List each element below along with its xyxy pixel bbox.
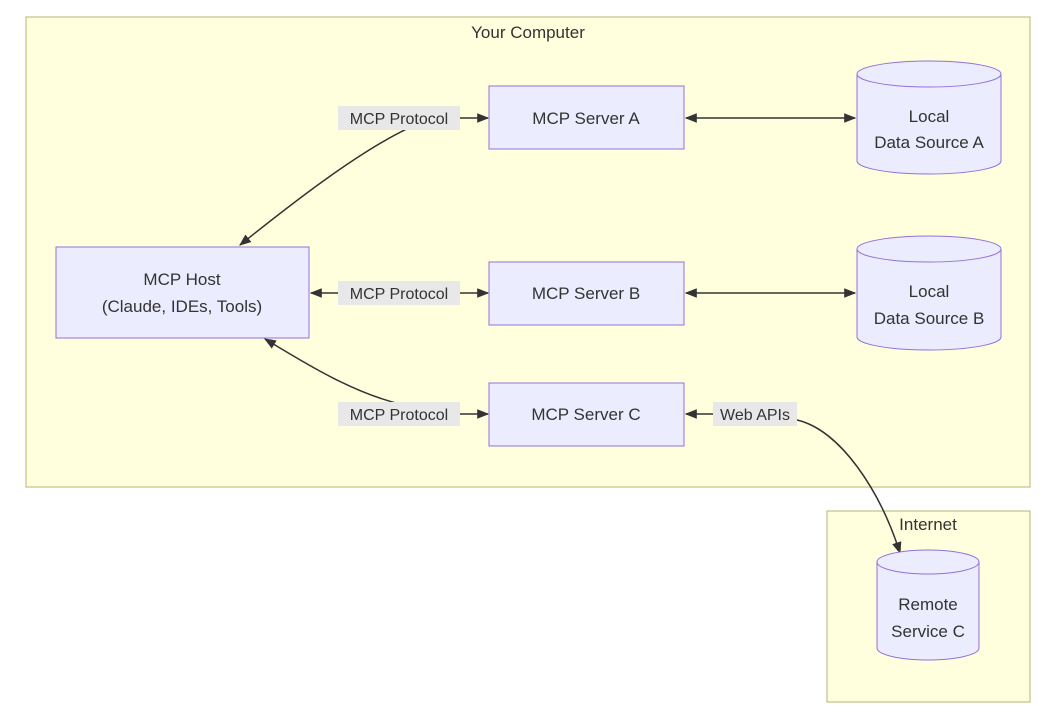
node-local-data-source-a[interactable]: Local Data Source A — [856, 60, 1002, 175]
edge-label-host-c-text: MCP Protocol — [350, 407, 448, 424]
node-local-data-source-b-line1: Local — [909, 282, 950, 301]
edge-label-host-b-text: MCP Protocol — [350, 286, 448, 303]
node-mcp-server-a[interactable]: MCP Server A — [488, 85, 685, 150]
node-mcp-server-c[interactable]: MCP Server C — [488, 382, 685, 447]
edge-label-host-a-text: MCP Protocol — [350, 111, 448, 128]
node-local-data-source-b-line2: Data Source B — [874, 309, 985, 328]
node-mcp-host[interactable]: MCP Host (Claude, IDEs, Tools) — [55, 246, 310, 339]
node-local-data-source-a-line2: Data Source A — [874, 133, 984, 152]
group-internet: Internet — [826, 510, 1031, 703]
edge-label-web-apis-text: Web APIs — [720, 407, 790, 424]
edge-host-to-label-c — [263, 338, 401, 405]
node-remote-service-c[interactable]: Remote Service C — [876, 549, 980, 661]
edge-web-apis-to-remote — [796, 419, 902, 555]
edge-label-web-apis: Web APIs — [713, 402, 797, 426]
node-local-data-source-b[interactable]: Local Data Source B — [856, 235, 1002, 351]
node-mcp-server-c-label: MCP Server C — [531, 405, 640, 424]
node-local-data-source-a-line1: Local — [909, 107, 950, 126]
edge-label-host-b: MCP Protocol — [338, 281, 460, 305]
edge-host-to-label-a — [239, 125, 414, 246]
node-mcp-server-a-label: MCP Server A — [532, 109, 640, 128]
group-internet-title: Internet — [899, 515, 957, 534]
node-mcp-server-b-label: MCP Server B — [532, 284, 640, 303]
edge-label-host-a: MCP Protocol — [338, 106, 460, 130]
edge-label-host-c: MCP Protocol — [338, 402, 460, 426]
group-your-computer-title: Your Computer — [471, 23, 585, 42]
node-mcp-host-title: MCP Host — [143, 270, 220, 289]
node-remote-service-c-line1: Remote — [898, 595, 958, 614]
node-mcp-host-subtitle: (Claude, IDEs, Tools) — [102, 297, 262, 316]
node-mcp-server-b[interactable]: MCP Server B — [488, 261, 685, 326]
node-remote-service-c-line2: Service C — [891, 622, 965, 641]
edges — [239, 113, 902, 555]
